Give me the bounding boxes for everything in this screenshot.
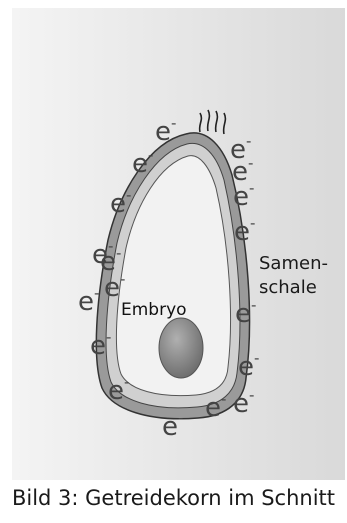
seed-coat-label-line2: schale bbox=[259, 277, 317, 298]
embryo-label: Embryo bbox=[121, 300, 187, 320]
embryo bbox=[159, 318, 203, 378]
electron-label: e- bbox=[235, 296, 256, 329]
electron-label: e- bbox=[162, 409, 183, 442]
electron-label: e- bbox=[78, 284, 99, 317]
electron-label: e- bbox=[238, 349, 259, 382]
electron-label: e- bbox=[234, 214, 255, 247]
figure-caption: Bild 3: Getreidekorn im Schnitt bbox=[0, 486, 347, 510]
electron-label: e- bbox=[205, 390, 226, 423]
seed-hairs bbox=[200, 110, 226, 134]
electron-label: e- bbox=[233, 386, 254, 419]
seed-coat-label-line1: Samen- bbox=[259, 253, 328, 274]
